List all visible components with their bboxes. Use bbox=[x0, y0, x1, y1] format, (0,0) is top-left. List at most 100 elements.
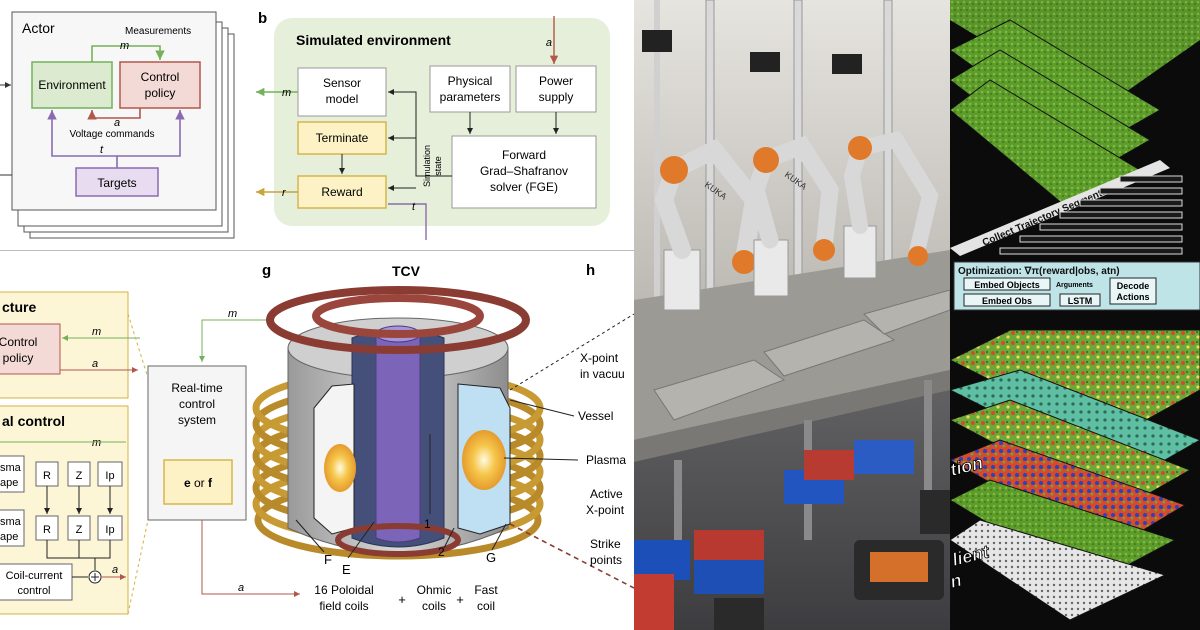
physical-parameters-box bbox=[429, 65, 511, 113]
active-xpoint-2: X-point bbox=[586, 503, 625, 517]
e-or-f-box bbox=[163, 459, 233, 505]
r-label-1: R bbox=[43, 470, 51, 482]
camera-3 bbox=[832, 54, 862, 74]
cc-m-label: m bbox=[92, 437, 101, 449]
poloidal-label-1: 16 Poloidal bbox=[314, 583, 373, 597]
sensor-model-box bbox=[297, 67, 387, 117]
m-label: m bbox=[120, 40, 129, 52]
xpoint-vacuum-2: in vacuu bbox=[580, 367, 625, 381]
top-coil-outer bbox=[266, 286, 530, 354]
tcv-illustration: g TCV h bbox=[248, 262, 634, 613]
plus-1: + bbox=[398, 592, 406, 607]
bins bbox=[634, 440, 914, 630]
ohmic-label-2: coils bbox=[422, 599, 446, 613]
z-label-2: Z bbox=[76, 524, 83, 536]
coil-current-box bbox=[0, 563, 73, 601]
robot-arm-2: KUKA bbox=[747, 135, 839, 297]
arch-control-policy-1: Control bbox=[0, 335, 37, 349]
rt-system-1: Real-time bbox=[171, 381, 223, 395]
decode-actions-box bbox=[1109, 277, 1157, 305]
trajectory-segments bbox=[999, 175, 1183, 255]
layer-label-lient: lient bbox=[950, 541, 992, 570]
measurement-arrow bbox=[91, 45, 165, 62]
measurements-label: Measurements bbox=[125, 26, 191, 37]
power-supply-box bbox=[515, 65, 597, 113]
tray-1 bbox=[653, 359, 786, 421]
rt-a-label: a bbox=[238, 582, 244, 594]
b-m-label: m bbox=[282, 87, 291, 99]
arch-m-label: m bbox=[92, 326, 101, 338]
leader-f bbox=[295, 519, 325, 553]
frame-pole-0 bbox=[654, 0, 660, 360]
t-input-line bbox=[388, 203, 427, 240]
leader-vessel bbox=[509, 399, 575, 417]
actor-diagram: Actor Measurements Environment Control p… bbox=[0, 11, 235, 239]
b-a-label: a bbox=[546, 37, 552, 49]
embed-objects-box bbox=[963, 277, 1051, 291]
rt-system-3: system bbox=[178, 413, 216, 427]
plus-2: + bbox=[456, 592, 464, 607]
realtime-system-diagram: m Real-time control system e or f a bbox=[128, 308, 268, 615]
environment-label: Environment bbox=[38, 78, 106, 92]
panel-realtime-system: m Real-time control system e or f a bbox=[128, 258, 268, 630]
rl-pipeline-illustration: Collect Trajectory Segments Optimization… bbox=[950, 0, 1200, 621]
terminate-label: Terminate bbox=[316, 131, 369, 145]
vessel-label: Vessel bbox=[578, 409, 613, 423]
terminate-box bbox=[297, 121, 387, 155]
b-t-label: t bbox=[412, 201, 416, 213]
plasma-left bbox=[324, 444, 356, 492]
decode-label-1: Decode bbox=[1117, 281, 1150, 291]
map-layer-6 bbox=[950, 519, 1167, 621]
teach-pendant-2 bbox=[920, 490, 950, 534]
sensor-model-label-2: model bbox=[326, 92, 359, 106]
physical-parameters-label-1: Physical bbox=[448, 74, 493, 88]
lstm-label: LSTM bbox=[1068, 296, 1093, 306]
panel-robot-photo: KUKA KUKA c bbox=[634, 0, 950, 630]
fge-label-2: Grad–Shafranov bbox=[480, 164, 568, 178]
leader-plasma bbox=[503, 457, 579, 461]
a-label: a bbox=[114, 117, 120, 129]
power-supply-label-1: Power bbox=[539, 74, 573, 88]
ohmic-coil-stack bbox=[375, 329, 421, 543]
panel-tcv: g TCV h bbox=[248, 258, 634, 630]
ip-box-1 bbox=[97, 461, 123, 487]
frame-pole-2 bbox=[793, 0, 803, 321]
dashed-link-bottom bbox=[128, 519, 149, 615]
label-g: G bbox=[486, 550, 496, 565]
plasma-shape-box-2 bbox=[0, 509, 25, 547]
arch-control-policy-box bbox=[0, 323, 61, 375]
b-r-label: r bbox=[282, 187, 287, 199]
arch-control-policy-2: policy bbox=[3, 351, 34, 365]
t-label: t bbox=[100, 144, 104, 156]
plasma-shape-1b: ape bbox=[0, 477, 18, 489]
z-label-1: Z bbox=[76, 470, 83, 482]
coil-current-1: Coil-current bbox=[6, 570, 63, 582]
label-e: E bbox=[342, 562, 351, 577]
fast-label-2: coil bbox=[477, 599, 495, 613]
xpoint-vacuum-1: X-point bbox=[580, 351, 619, 365]
robot-lab-illustration: KUKA KUKA bbox=[634, 0, 950, 630]
panel-rl-pipeline: Collect Trajectory Segments Optimization… bbox=[950, 0, 1200, 630]
poloidal-label-2: field coils bbox=[319, 599, 368, 613]
rt-m-arrow bbox=[199, 319, 268, 362]
lstm-box bbox=[1059, 293, 1101, 307]
panel-architecture: cture Control policy m a al control m sm… bbox=[0, 258, 140, 630]
fge-label-1: Forward bbox=[502, 148, 546, 162]
table-edge bbox=[634, 370, 950, 462]
label-1: 1 bbox=[424, 517, 431, 531]
actor-title: Actor bbox=[22, 20, 55, 36]
dashed-link-top bbox=[128, 313, 149, 379]
leader-g bbox=[491, 523, 507, 551]
collect-banner bbox=[950, 160, 1170, 256]
ip-label-1: Ip bbox=[105, 470, 114, 482]
strike-points-1: Strike bbox=[590, 537, 621, 551]
r-label-2: R bbox=[43, 524, 51, 536]
teach-pendant-screen bbox=[870, 552, 928, 582]
ip-label-2: Ip bbox=[105, 524, 114, 536]
simulated-environment-title: Simulated environment bbox=[296, 32, 451, 48]
control-policy-label-2: policy bbox=[145, 86, 176, 100]
architecture-diagram: cture Control policy m a al control m sm… bbox=[0, 291, 140, 615]
action-arrow bbox=[87, 108, 141, 120]
targets-label: Targets bbox=[97, 176, 136, 190]
tray-2 bbox=[763, 319, 896, 377]
